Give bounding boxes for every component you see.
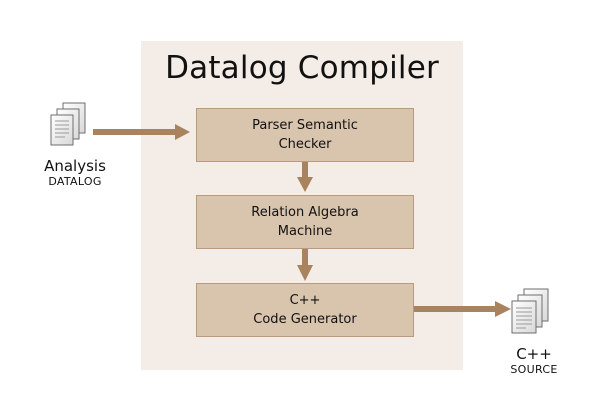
document-stack-icon <box>511 288 549 334</box>
input-label-sub: DATALOG <box>48 175 102 188</box>
arrow-relation-to-codegen <box>297 249 313 281</box>
parser-semantic-checker-box: Parser Semantic Checker <box>196 108 414 162</box>
input-arrow <box>93 124 190 140</box>
output-label: C++ SOURCE <box>489 345 579 377</box>
input-label-main: Analysis <box>44 157 106 175</box>
stage-2-line-1: Relation Algebra <box>251 205 359 220</box>
diagram-title: Datalog Compiler <box>165 50 439 86</box>
output-label-sub: SOURCE <box>510 363 558 376</box>
document-stack-icon <box>50 102 86 146</box>
output-label-main: C++ <box>516 345 552 363</box>
output-arrow <box>414 301 511 317</box>
stage-1-line-1: Parser Semantic <box>252 118 358 133</box>
stage-3-line-2: Code Generator <box>253 312 357 327</box>
stage-3-line-1: C++ <box>289 293 321 308</box>
arrow-parser-to-relation <box>297 162 313 192</box>
code-generator-box: C++ Code Generator <box>196 283 414 337</box>
stage-2-line-2: Machine <box>277 224 333 239</box>
input-label: Analysis DATALOG <box>30 157 120 189</box>
stage-1-line-2: Checker <box>278 137 332 152</box>
relation-algebra-machine-box: Relation Algebra Machine <box>196 195 414 249</box>
